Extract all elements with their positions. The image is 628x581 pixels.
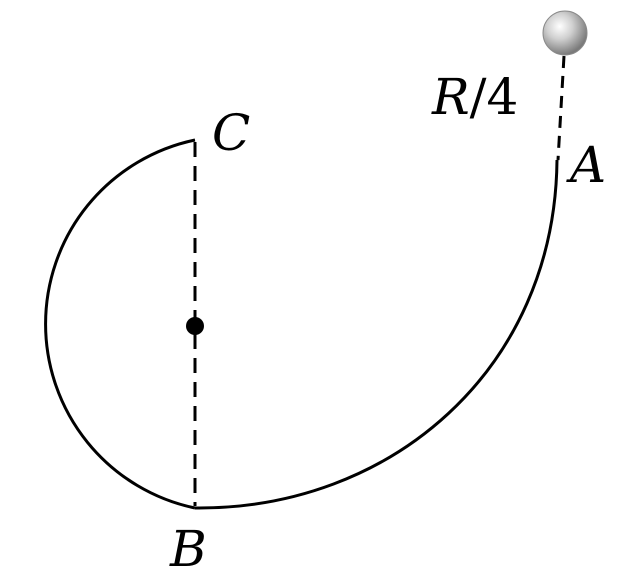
label-height: R/4 <box>432 72 518 122</box>
loop-center-dot <box>186 317 204 335</box>
label-point-a: A <box>570 136 607 194</box>
label-point-c: C <box>212 104 251 162</box>
label-point-b: B <box>170 520 207 578</box>
label-height-r: R <box>432 68 470 126</box>
ball <box>542 10 588 56</box>
loop-arc <box>44 138 196 510</box>
label-height-fraction: /4 <box>469 68 519 126</box>
drop-dashed-line <box>556 55 566 161</box>
track-curve <box>194 159 559 510</box>
